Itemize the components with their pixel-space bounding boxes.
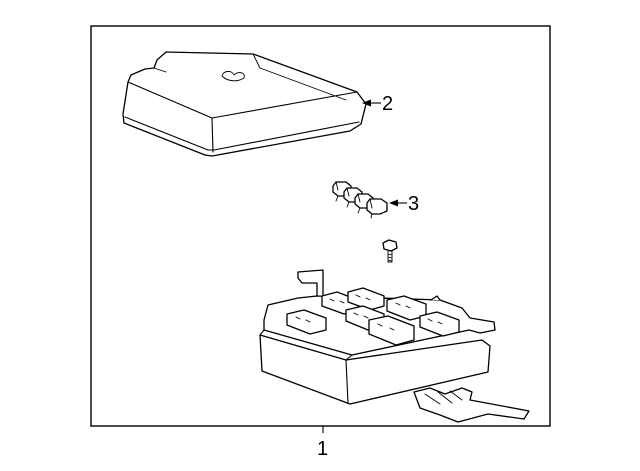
callout-1-label: 1 <box>317 438 328 460</box>
fuse-set-part <box>332 181 388 219</box>
callout-2-label: 2 <box>382 93 393 115</box>
cover-part <box>122 51 367 157</box>
relay-box-part <box>259 269 530 423</box>
callout-1: 1 <box>317 426 328 460</box>
callout-2: 2 <box>362 93 393 115</box>
diagram-frame <box>90 25 551 427</box>
callout-2-arrow <box>362 99 371 107</box>
callout-3-label: 3 <box>408 193 419 215</box>
callout-3-arrow <box>389 199 398 207</box>
callout-3: 3 <box>389 193 419 215</box>
screw-part <box>382 239 398 263</box>
